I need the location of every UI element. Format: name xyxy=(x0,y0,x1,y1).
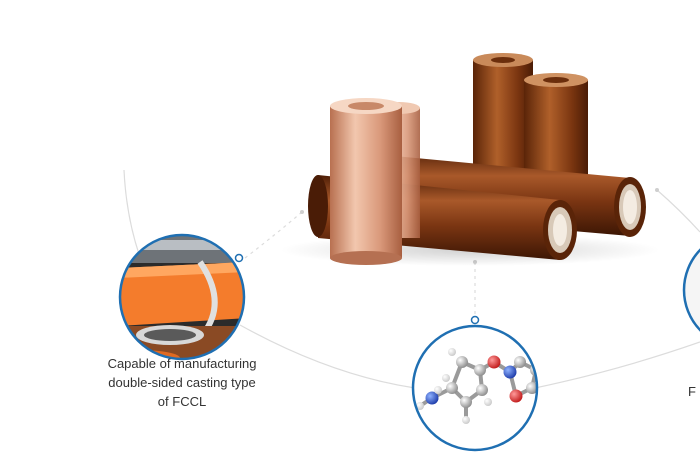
molecule-image xyxy=(411,315,539,452)
arc-lower-right xyxy=(534,341,700,389)
casting-line-image xyxy=(118,233,246,361)
right-caption-text: F xyxy=(688,384,696,399)
right-feature-circle xyxy=(682,248,700,332)
caption-line-1: Capable of manufacturing xyxy=(107,356,257,371)
caption-line-3: of FCCL xyxy=(157,394,207,409)
dashed-link-left xyxy=(244,211,303,259)
arc-upper-right xyxy=(656,189,700,233)
right-feature-caption: F xyxy=(688,382,700,401)
left-feature-caption: Capable of manufacturing double-sided ca… xyxy=(82,354,282,411)
link-dot-left xyxy=(300,210,304,214)
link-dot-right xyxy=(655,188,659,192)
caption-line-2: double-sided casting type xyxy=(108,375,256,390)
arc-lower-left xyxy=(239,324,416,389)
film-rolls-image xyxy=(280,53,660,266)
